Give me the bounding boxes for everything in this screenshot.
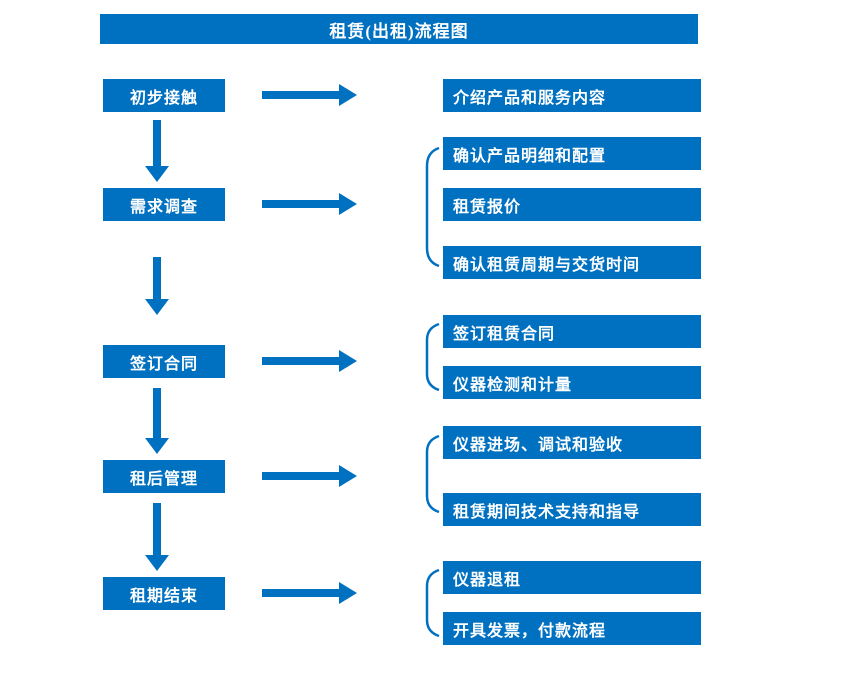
arrow-right-icon xyxy=(262,465,357,487)
detail-box-technical-support: 租赁期间技术支持和指导 xyxy=(443,493,701,526)
brace-icon xyxy=(425,146,440,268)
detail-box-rental-quote: 租赁报价 xyxy=(443,188,701,221)
detail-box-invoice-payment: 开具发票，付款流程 xyxy=(443,612,701,645)
detail-box-confirm-lease-period: 确认租赁周期与交货时间 xyxy=(443,246,701,279)
stage-box-lease-end: 租期结束 xyxy=(103,577,225,610)
detail-box-introduce-products: 介绍产品和服务内容 xyxy=(443,79,701,112)
arrow-down-icon xyxy=(145,388,169,454)
detail-box-instrument-return: 仪器退租 xyxy=(443,561,701,594)
detail-box-sign-lease-contract: 签订租赁合同 xyxy=(443,315,701,348)
arrow-right-icon xyxy=(262,350,357,372)
stage-box-demand-survey: 需求调查 xyxy=(103,188,225,221)
arrow-right-icon xyxy=(262,193,357,215)
arrow-down-icon xyxy=(145,257,169,315)
arrow-right-icon xyxy=(262,84,357,106)
brace-icon xyxy=(425,434,440,514)
detail-box-instrument-testing: 仪器检测和计量 xyxy=(443,366,701,399)
detail-box-confirm-product-spec: 确认产品明细和配置 xyxy=(443,137,701,170)
detail-box-instrument-setup: 仪器进场、调试和验收 xyxy=(443,426,701,459)
brace-icon xyxy=(425,322,440,392)
flowchart-title: 租赁(出租)流程图 xyxy=(100,14,698,44)
stage-box-initial-contact: 初步接触 xyxy=(103,79,225,112)
stage-box-sign-contract: 签订合同 xyxy=(103,345,225,378)
stage-box-post-rental-management: 租后管理 xyxy=(103,460,225,493)
arrow-down-icon xyxy=(145,503,169,571)
arrow-right-icon xyxy=(262,582,357,604)
brace-icon xyxy=(425,568,440,638)
arrow-down-icon xyxy=(145,120,169,182)
